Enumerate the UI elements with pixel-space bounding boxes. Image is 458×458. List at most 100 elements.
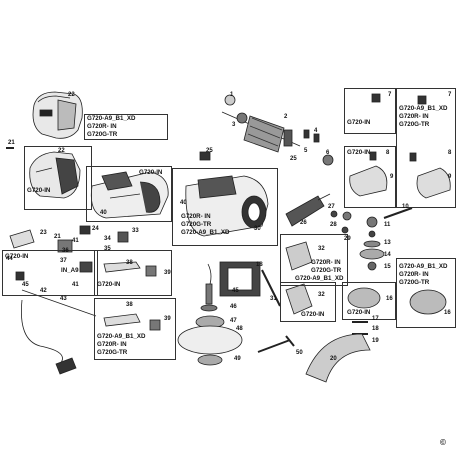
part-39a-drawing bbox=[145, 265, 157, 277]
part-number: 19 bbox=[372, 338, 379, 344]
part-number: 5 bbox=[304, 148, 308, 154]
part-number: 40 bbox=[180, 200, 187, 206]
part-4-5-drawing bbox=[199, 129, 320, 161]
variant-label: G720G-TR bbox=[87, 131, 118, 138]
part-13-drawing bbox=[363, 240, 381, 248]
variant-label: G720-IN bbox=[97, 281, 121, 288]
part-number: 39 bbox=[164, 316, 171, 322]
part-27-drawing bbox=[330, 210, 338, 218]
part-number: 47 bbox=[230, 318, 237, 324]
variant-box-8: G720-IN IN_A9 bbox=[2, 250, 98, 296]
part-8b-drawing bbox=[409, 152, 417, 162]
part-number: 10 bbox=[402, 204, 409, 210]
variant-label: G720-IN bbox=[347, 309, 371, 316]
part-number: 40 bbox=[100, 210, 107, 216]
variant-label: G720G-TR bbox=[97, 349, 128, 356]
part-number: 39 bbox=[164, 270, 171, 276]
part-15-drawing bbox=[367, 261, 377, 271]
variant-box-7: G720R- IN G720G-TR G720-A9_B1_XD bbox=[172, 168, 278, 246]
part-14-drawing bbox=[359, 248, 385, 260]
part-number: 42 bbox=[40, 288, 47, 294]
part-number: 21 bbox=[8, 140, 15, 146]
variant-label: G720-A9_B1_XD bbox=[295, 275, 344, 282]
part-1-drawing bbox=[224, 94, 236, 106]
variant-label: G720-A9_B1_XD bbox=[399, 263, 448, 270]
variant-label: G720-IN bbox=[5, 253, 29, 260]
variant-box-4: G720-A9_B1_XD G720R- IN G720G-TR bbox=[396, 88, 456, 208]
variant-box-14: G720-A9_B1_XD G720R- IN G720G-TR bbox=[396, 258, 456, 328]
part-number: 14 bbox=[384, 252, 391, 258]
part-20-drawing bbox=[305, 333, 371, 383]
part-number: 26 bbox=[300, 220, 307, 226]
part-number: 17 bbox=[372, 316, 379, 322]
part-9a-drawing bbox=[349, 165, 388, 197]
variant-label: G720R- IN bbox=[97, 341, 127, 348]
part-number: 25 bbox=[206, 148, 213, 154]
part-33-drawing bbox=[117, 231, 129, 243]
part-number: 32 bbox=[318, 246, 325, 252]
part-number: 4 bbox=[314, 128, 318, 134]
variant-box-10: G720-IN bbox=[94, 250, 172, 296]
part-16a-drawing bbox=[347, 287, 381, 309]
part-number: 22 bbox=[68, 92, 75, 98]
part-7a-drawing bbox=[371, 93, 381, 103]
part-6-drawing bbox=[322, 154, 334, 166]
part-8a-drawing bbox=[369, 151, 377, 161]
part-number: 1 bbox=[230, 92, 234, 98]
variant-box-11: G720-A9_B1_XD G720R- IN G720G-TR bbox=[94, 298, 176, 360]
part-3-drawing bbox=[236, 112, 248, 124]
in-a9-label: IN_A9 bbox=[61, 267, 79, 274]
part-number: 38 bbox=[126, 302, 133, 308]
part-45-drawing bbox=[205, 283, 213, 305]
variant-label: G720-IN bbox=[139, 169, 163, 176]
part-43-cable-drawing bbox=[21, 299, 63, 365]
part-9b-drawing bbox=[416, 167, 451, 199]
variant-box-2: G720-IN bbox=[344, 88, 396, 134]
variant-label: G720-A9_B1_XD bbox=[87, 115, 136, 122]
variant-label: G720-IN bbox=[347, 149, 371, 156]
part-38a-drawing bbox=[103, 261, 141, 273]
part-number: 34 bbox=[104, 236, 111, 242]
part-number: 9 bbox=[448, 174, 452, 180]
variant-box-6: G720-IN bbox=[86, 166, 172, 222]
variant-label: G720G-TR bbox=[399, 121, 430, 128]
part-number: 6 bbox=[326, 150, 330, 156]
part-number: 16 bbox=[444, 310, 451, 316]
variant-label: G720-IN bbox=[27, 187, 51, 194]
part-24-drawing bbox=[79, 225, 91, 235]
part-number: 27 bbox=[328, 204, 335, 210]
part-12-drawing bbox=[368, 230, 376, 238]
part-number: 2 bbox=[284, 114, 288, 120]
part-number: 30 bbox=[254, 226, 261, 232]
part-16b-drawing bbox=[409, 289, 447, 315]
part-32b-drawing bbox=[285, 283, 313, 315]
part-number: 46 bbox=[230, 304, 237, 310]
part-49-drawing bbox=[197, 354, 223, 366]
part-number: 11 bbox=[384, 222, 391, 228]
part-number: 45 bbox=[232, 288, 239, 294]
part-number: 37 bbox=[60, 258, 67, 264]
variant-box-15: G720-IN bbox=[342, 282, 396, 320]
part-number: 31 bbox=[270, 296, 277, 302]
variant-box-3: G720-IN bbox=[344, 146, 396, 208]
variant-label: G720R- IN bbox=[399, 271, 429, 278]
variant-label: G720R- IN bbox=[181, 213, 211, 220]
part-number: 35 bbox=[104, 246, 111, 252]
variant-box-13: G720-IN bbox=[280, 282, 336, 322]
part-number: 25 bbox=[290, 156, 297, 162]
part-number: 29 bbox=[344, 236, 351, 242]
part-number: 8 bbox=[386, 150, 390, 156]
part-number: 22 bbox=[58, 148, 65, 154]
part-23-drawing bbox=[9, 229, 35, 249]
part-28-drawing bbox=[342, 211, 352, 221]
part-number: 45 bbox=[22, 282, 29, 288]
part-number: 21 bbox=[54, 234, 61, 240]
part-50-drawing bbox=[257, 335, 295, 353]
part-7b-drawing bbox=[417, 95, 427, 105]
part-number: 41 bbox=[72, 238, 79, 244]
part-48-drawing bbox=[177, 325, 243, 355]
part-number: 50 bbox=[296, 350, 303, 356]
part-42-cable-drawing bbox=[21, 289, 97, 317]
part-46-drawing bbox=[200, 304, 218, 312]
